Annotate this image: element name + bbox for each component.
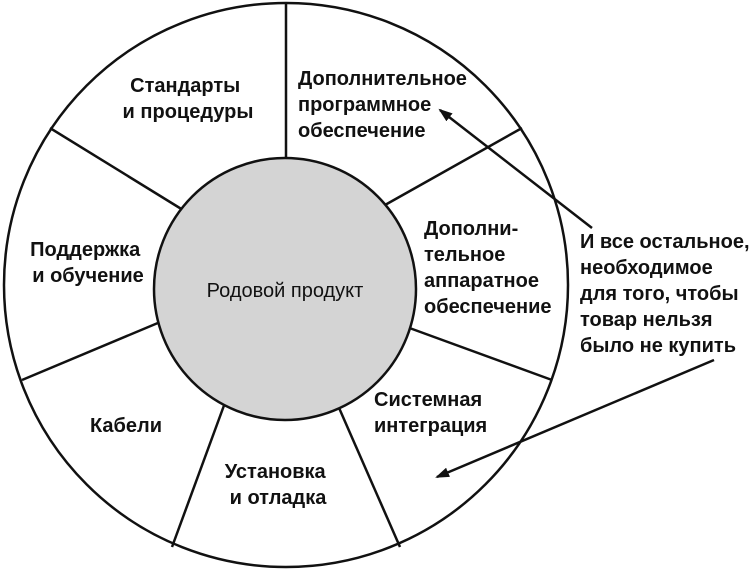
note-background xyxy=(572,228,750,360)
divider-line xyxy=(334,400,402,548)
segment-label-standards: Стандарты и процедуры xyxy=(123,75,254,123)
segment-label-install: Установка и отладка xyxy=(225,461,332,509)
segment-label-support: Поддержка и обучение xyxy=(30,239,146,287)
divider-line xyxy=(384,126,523,207)
segment-label-hardware: Дополни- тельное аппаратное обеспечение xyxy=(424,218,552,318)
arrow-to-integration xyxy=(435,358,715,479)
segment-label-integration: Системная интеграция xyxy=(374,389,488,437)
side-note: И все остальное, необходимое для того, ч… xyxy=(580,231,751,357)
divider-line xyxy=(49,126,184,212)
divider-line xyxy=(403,324,553,382)
center-label: Родовой продукт xyxy=(207,280,364,302)
arrow-to-software xyxy=(438,108,593,229)
segment-label-software: Дополнительное программное обеспечение xyxy=(298,68,473,142)
divider-line xyxy=(170,399,228,548)
divider-line xyxy=(21,318,166,382)
segment-label-cables: Кабели xyxy=(90,415,162,437)
center-circle xyxy=(152,156,418,422)
